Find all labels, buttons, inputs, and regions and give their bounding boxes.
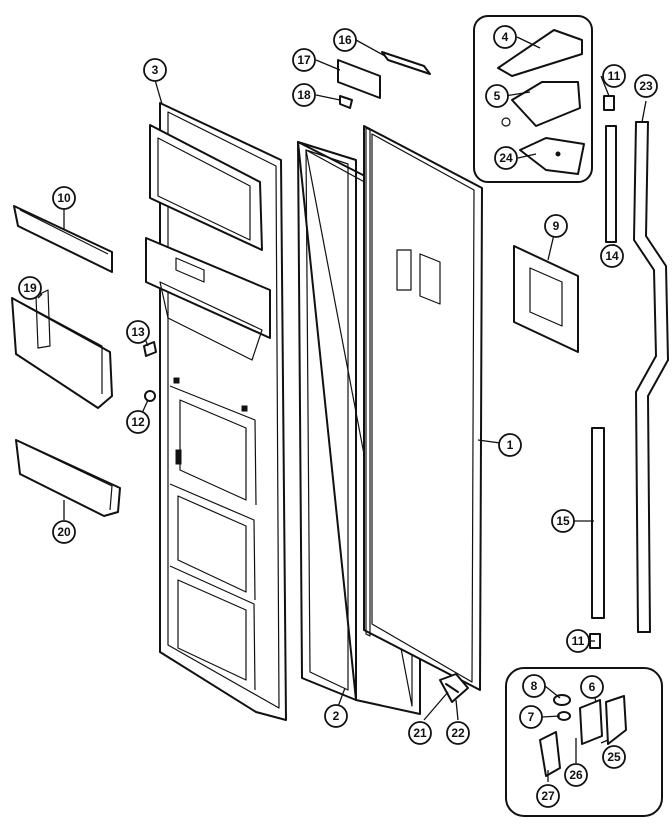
callout-label: 11 bbox=[608, 69, 621, 83]
callout-22: 22 bbox=[446, 721, 470, 745]
callout-25: 25 bbox=[602, 745, 626, 769]
callout-10: 10 bbox=[52, 186, 76, 210]
callout-label: 17 bbox=[297, 53, 311, 67]
callout-label: 2 bbox=[333, 709, 340, 723]
callout-label: 26 bbox=[569, 768, 583, 782]
callout-label: 18 bbox=[297, 88, 311, 102]
callout-20: 20 bbox=[52, 520, 76, 544]
callout-label: 6 bbox=[589, 680, 596, 694]
callout-12: 12 bbox=[126, 410, 150, 434]
callout-3: 3 bbox=[143, 58, 167, 82]
callout-label: 16 bbox=[338, 33, 352, 47]
door-trim-23 bbox=[633, 121, 669, 633]
callout-11-bottom: 11 bbox=[566, 629, 590, 653]
door-bin-19 bbox=[11, 289, 113, 409]
callout-1: 1 bbox=[498, 433, 522, 457]
hinge-parts-inset bbox=[505, 667, 663, 817]
callout-11-top: 11 bbox=[602, 64, 626, 88]
callout-9: 9 bbox=[544, 214, 568, 238]
callout-label: 24 bbox=[499, 151, 513, 165]
top-hinge-parts bbox=[337, 51, 431, 109]
callout-label: 1 bbox=[507, 438, 514, 452]
callout-label: 27 bbox=[541, 789, 555, 803]
door-bin-10 bbox=[13, 205, 113, 273]
outer-door-panel bbox=[363, 125, 483, 703]
callout-5: 5 bbox=[485, 84, 509, 108]
trim-strip-14 bbox=[605, 125, 617, 243]
callout-label: 7 bbox=[528, 710, 535, 724]
callout-13: 13 bbox=[126, 320, 150, 344]
callout-label: 15 bbox=[556, 514, 570, 528]
callout-label: 5 bbox=[494, 89, 501, 103]
callout-16: 16 bbox=[333, 28, 357, 52]
callout-label: 25 bbox=[607, 750, 621, 764]
callout-23: 23 bbox=[634, 74, 658, 98]
callout-label: 19 bbox=[23, 281, 37, 295]
callout-label: 9 bbox=[553, 219, 560, 233]
callout-2: 2 bbox=[324, 704, 348, 728]
end-cap-11-top bbox=[603, 95, 615, 111]
callout-label: 20 bbox=[57, 525, 71, 539]
callout-17: 17 bbox=[292, 48, 316, 72]
callout-label: 11 bbox=[572, 634, 585, 648]
callout-4: 4 bbox=[493, 25, 517, 49]
callout-26: 26 bbox=[564, 763, 588, 787]
callout-label: 21 bbox=[413, 726, 427, 740]
dispenser-trim bbox=[513, 245, 579, 353]
callout-label: 14 bbox=[605, 249, 619, 263]
callout-24: 24 bbox=[494, 146, 518, 170]
callout-label: 13 bbox=[131, 325, 145, 339]
callout-label: 23 bbox=[639, 79, 653, 93]
callout-8: 8 bbox=[522, 674, 546, 698]
callout-18: 18 bbox=[292, 83, 316, 107]
plug-12 bbox=[144, 390, 156, 402]
callout-15: 15 bbox=[551, 509, 575, 533]
callout-27: 27 bbox=[536, 784, 560, 808]
callout-label: 3 bbox=[152, 63, 159, 77]
callout-7: 7 bbox=[519, 705, 543, 729]
callout-label: 8 bbox=[531, 679, 538, 693]
callout-14: 14 bbox=[600, 244, 624, 268]
callout-21: 21 bbox=[408, 721, 432, 745]
callout-6: 6 bbox=[580, 675, 604, 699]
callout-label: 10 bbox=[57, 191, 71, 205]
callout-label: 12 bbox=[131, 415, 145, 429]
door-bin-20 bbox=[15, 439, 121, 517]
hinge-cover-inset bbox=[473, 15, 593, 183]
trim-strip-15 bbox=[591, 427, 605, 619]
screw-13 bbox=[143, 341, 157, 357]
callout-label: 4 bbox=[502, 30, 509, 44]
callout-19: 19 bbox=[18, 276, 42, 300]
callout-label: 22 bbox=[451, 726, 465, 740]
inner-door-liner bbox=[145, 102, 287, 721]
